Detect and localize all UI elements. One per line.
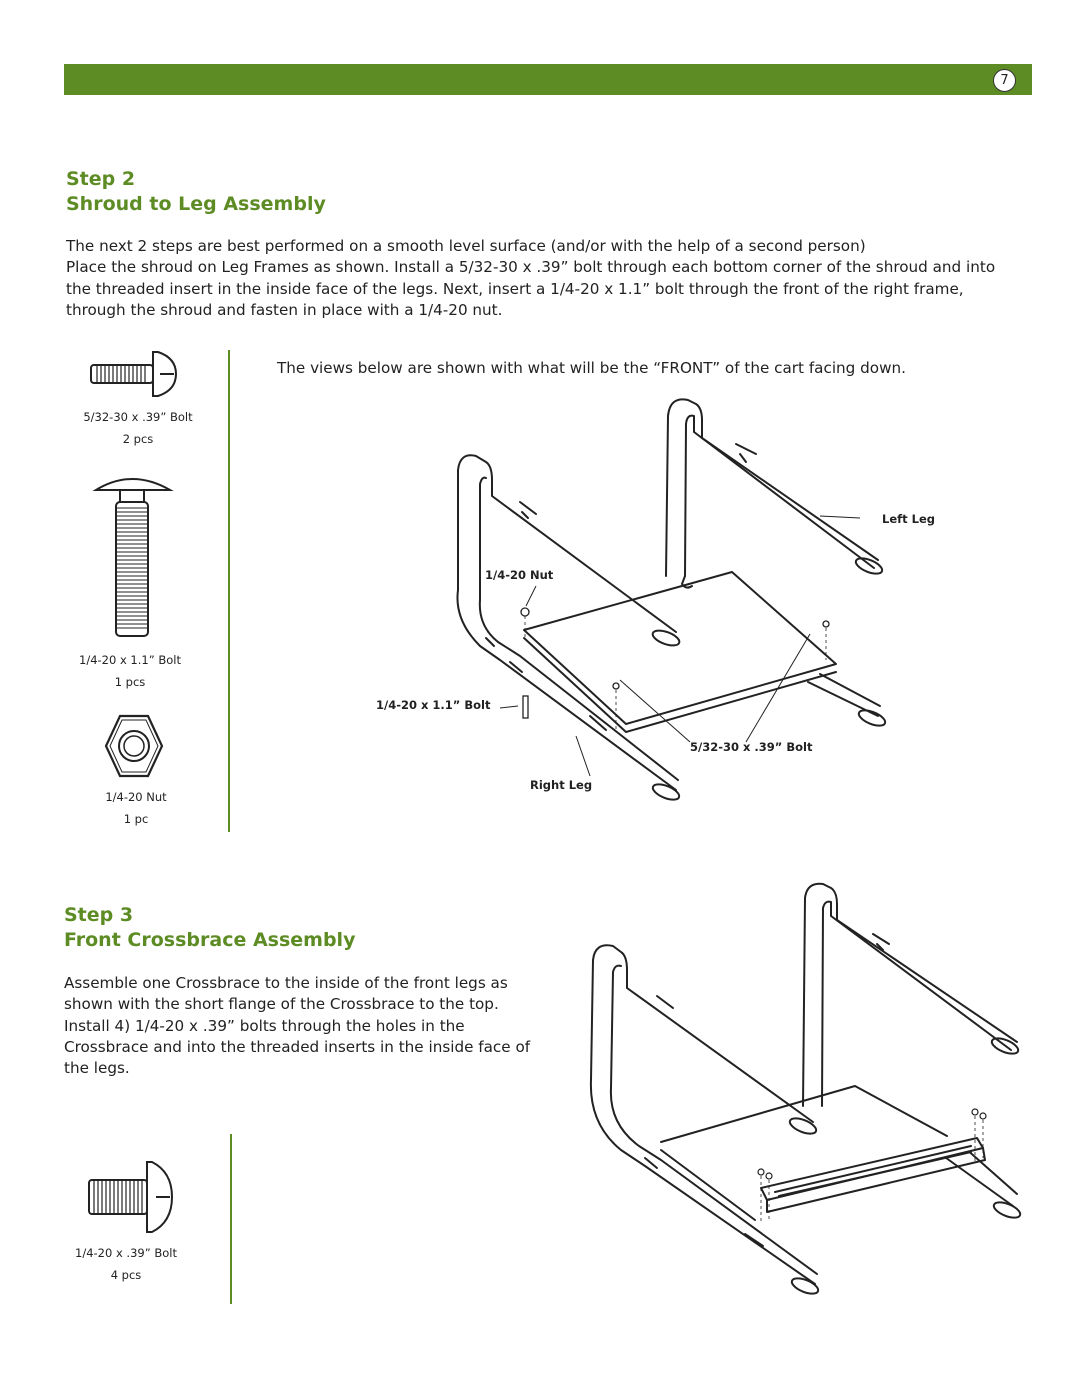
callout-left-leg: Left Leg [882, 512, 935, 526]
small-bolt-icon [90, 351, 178, 397]
page-number: 7 [993, 69, 1016, 92]
shroud-leg-diagram [456, 398, 887, 801]
step3-parts-divider [230, 1134, 232, 1304]
long-bolt-icon [92, 478, 174, 637]
step2-view-note: The views below are shown with what will… [277, 359, 906, 377]
callout-long-bolt: 1/4-20 x 1.1” Bolt [376, 698, 491, 712]
part-caption: 5/32-30 x .39” Bolt 2 pcs [83, 410, 193, 446]
crossbrace-bolt-icon [88, 1161, 174, 1233]
step2-body: Place the shroud on Leg Frames as shown.… [66, 258, 996, 319]
callout-short-bolt: 5/32-30 x .39” Bolt [690, 740, 813, 754]
part-caption: 1/4-20 x 1.1” Bolt 1 pcs [79, 653, 181, 689]
crossbrace-diagram [589, 882, 1022, 1295]
step3-body: Assemble one Crossbrace to the inside of… [64, 974, 531, 1078]
step3-heading: Step 3 Front Crossbrace Assembly [64, 903, 355, 953]
step2-title: Shroud to Leg Assembly [66, 193, 326, 215]
step2-intro: The next 2 steps are best performed on a… [66, 237, 866, 255]
part-caption: 1/4-20 Nut 1 pc [105, 790, 167, 826]
hex-nut-icon [104, 714, 164, 778]
callout-right-leg: Right Leg [530, 778, 593, 792]
step3-label: Step 3 [64, 904, 134, 926]
callout-nut: 1/4-20 Nut [485, 568, 554, 582]
step2-label: Step 2 [66, 168, 136, 190]
step2-heading: Step 2 Shroud to Leg Assembly [66, 167, 326, 217]
header-bar: 7 [64, 64, 1032, 95]
step3-title: Front Crossbrace Assembly [64, 929, 356, 951]
part-caption: 1/4-20 x .39” Bolt 4 pcs [75, 1246, 177, 1282]
step2-instructions: The next 2 steps are best performed on a… [66, 236, 1024, 321]
step2-parts-divider [228, 350, 230, 832]
